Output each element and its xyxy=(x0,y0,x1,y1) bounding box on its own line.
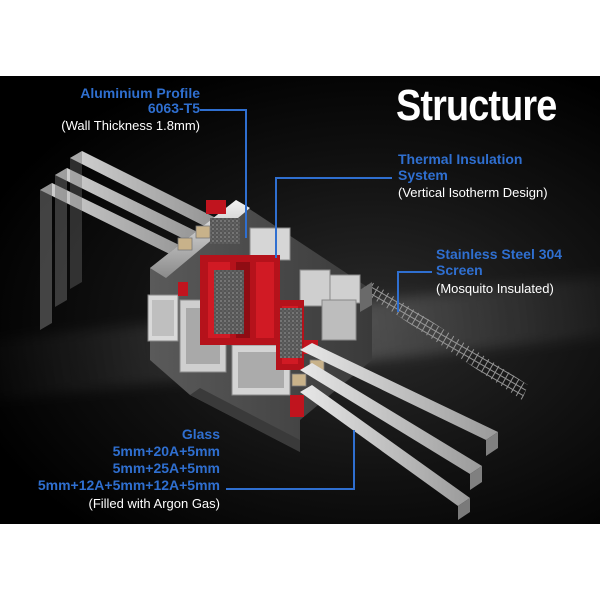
glass-option-1: 5mm+20A+5mm xyxy=(112,443,220,459)
glass-option-3: 5mm+12A+5mm+12A+5mm xyxy=(37,477,220,493)
glass-heading: Glass xyxy=(181,426,220,442)
callout-lines xyxy=(200,109,432,490)
aluminium-label-line1: Aluminium Profile xyxy=(80,85,200,101)
glass-detail: (Filled with Argon Gas) xyxy=(88,496,221,511)
screen-label-line1: Stainless Steel 304 xyxy=(436,246,563,262)
thermal-callout-line xyxy=(275,177,392,258)
mosquito-screen xyxy=(360,282,528,400)
screen-label-line2: Screen xyxy=(436,262,483,278)
thermal-label-line2: System xyxy=(398,167,448,183)
aluminium-detail: (Wall Thickness 1.8mm) xyxy=(61,118,200,133)
page-title: Structure xyxy=(396,81,557,130)
thermal-detail: (Vertical Isotherm Design) xyxy=(398,185,548,200)
insulation-foam xyxy=(210,218,302,358)
aluminium-callout-line xyxy=(200,109,247,238)
left-glass-panes xyxy=(40,151,232,330)
screen-callout-line xyxy=(397,271,432,312)
thermal-label-line1: Thermal Insulation xyxy=(398,151,523,167)
aluminium-label-line2: 6063-T5 xyxy=(147,100,200,116)
glass-callout-line xyxy=(226,430,355,490)
right-glass-panes xyxy=(300,343,498,520)
screen-detail: (Mosquito Insulated) xyxy=(436,281,554,296)
glass-option-2: 5mm+25A+5mm xyxy=(112,460,220,476)
